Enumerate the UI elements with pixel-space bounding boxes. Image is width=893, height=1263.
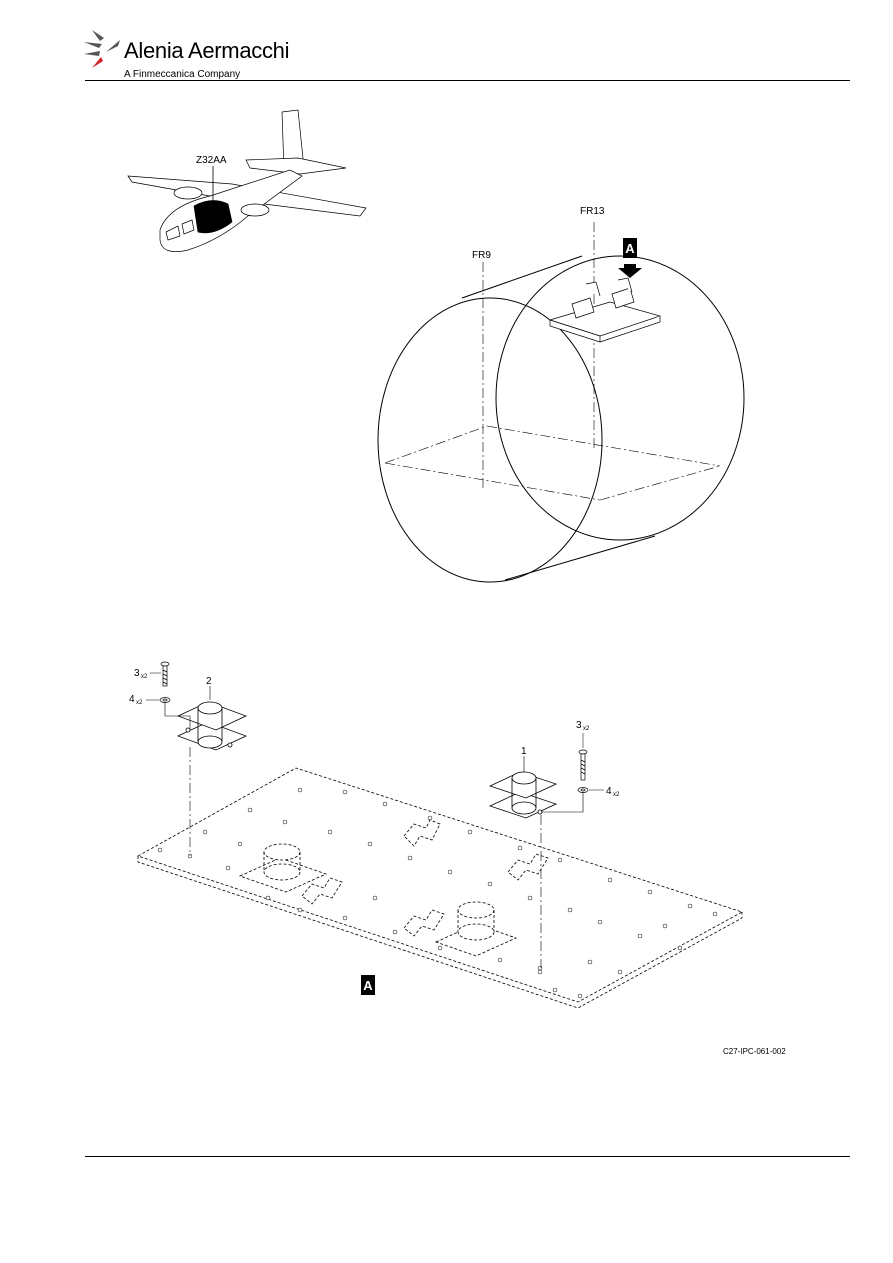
aircraft-locator-illustration	[127, 109, 367, 252]
svg-text:A: A	[363, 978, 373, 993]
callout-item-1: 1	[521, 746, 527, 757]
frame-fr9-label: FR9	[472, 250, 491, 261]
logo-swoosh-icon	[84, 30, 120, 68]
item-4-washer-right	[577, 787, 589, 793]
frame-fr13-label: FR13	[580, 206, 605, 217]
zone-highlight	[193, 200, 233, 234]
company-logo: Alenia Aermacchi A Finmeccanica Company	[82, 24, 312, 84]
header-rule	[85, 80, 850, 81]
mounting-plate-illustration	[137, 767, 744, 1009]
item-3-bolt-left	[160, 661, 170, 687]
callout-item-4-left-qty: x2	[136, 700, 143, 706]
callout-item-3-left-qty: x2	[141, 674, 148, 680]
callout-item-4-left: 4	[129, 694, 135, 705]
view-marker-a-top: A	[618, 238, 642, 278]
callout-item-2: 2	[206, 676, 212, 687]
item-1-mount	[488, 771, 558, 819]
callout-item-3-right: 3	[576, 720, 582, 731]
item-3-bolt-right	[578, 749, 588, 781]
callout-item-4-right: 4	[606, 786, 612, 797]
item-2-mount	[176, 701, 248, 751]
fuselage-section-illustration	[377, 222, 745, 583]
view-marker-a-bottom: A	[361, 975, 375, 995]
view-arrow-icon	[618, 264, 642, 278]
company-name: Alenia Aermacchi	[124, 38, 290, 63]
item-callouts: 2 1 3 x2 4 x2 3 x2 4 x2	[129, 668, 620, 798]
item-4-washer-left	[159, 697, 171, 703]
svg-text:A: A	[625, 241, 635, 256]
callout-item-4-right-qty: x2	[613, 792, 620, 798]
footer-rule	[85, 1156, 850, 1157]
zone-label: Z32AA	[196, 155, 227, 166]
callout-item-3-left: 3	[134, 668, 140, 679]
company-tagline: A Finmeccanica Company	[124, 69, 241, 80]
callout-item-3-right-qty: x2	[583, 726, 590, 732]
drawing-code: C27-IPC-061-002	[723, 1047, 786, 1056]
